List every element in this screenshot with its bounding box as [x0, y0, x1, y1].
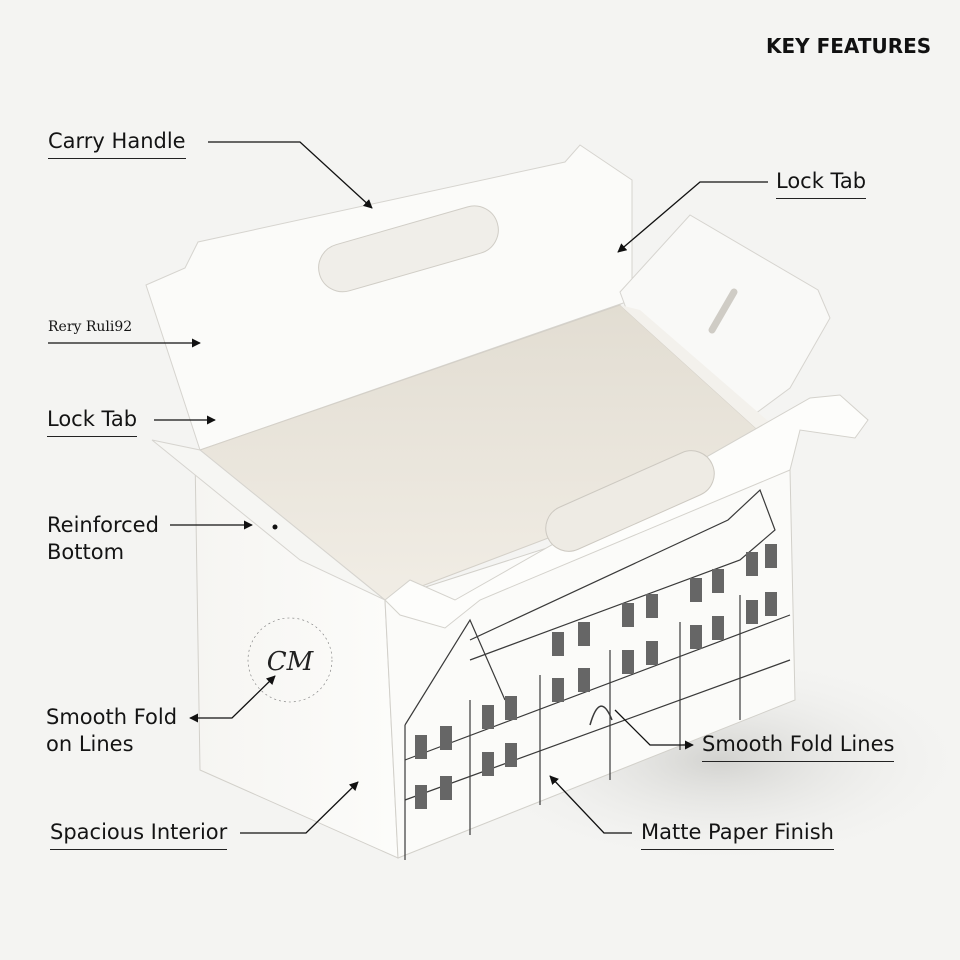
emblem-monogram: CM [267, 647, 315, 677]
reinforced-bottom-dot [272, 524, 278, 530]
back-handle-cutout [318, 205, 499, 293]
callout-smooth-fold-lines: Smooth Fold Lines [702, 731, 895, 762]
interior-right-wall [620, 305, 790, 450]
leader-matte-paper-finish [549, 775, 632, 834]
leader-spacious-interior [240, 781, 359, 834]
callout-lock-tab-right: Lock Tab [776, 168, 867, 199]
callout-garbled-label: Rery Ruli92 [48, 319, 133, 335]
right-flap-slot [708, 288, 738, 334]
key-features-heading: KEY FEATURES [766, 34, 932, 58]
callout-reinforced-bottom: Reinforced Bottom [47, 513, 159, 564]
leader-lock-tab-right [617, 181, 768, 253]
callout-carry-handle: Carry Handle [48, 128, 186, 159]
callout-matte-paper-finish: Matte Paper Finish [641, 819, 834, 850]
callout-leaders [48, 141, 768, 834]
leader-smooth-fold-lines [614, 709, 694, 750]
paper-box: CM [145, 144, 869, 860]
front-handle-cutout [545, 450, 715, 552]
callout-lock-tab-left: Lock Tab [47, 406, 138, 437]
callout-spacious-interior: Spacious Interior [50, 819, 228, 850]
brand-emblem: CM [247, 617, 333, 703]
callout-smooth-fold-on-lines: Smooth Fold on Lines [46, 705, 178, 756]
leader-smooth-fold-on-lines [189, 675, 276, 723]
leader-carry-handle [208, 141, 373, 209]
building-illustration [404, 488, 791, 860]
